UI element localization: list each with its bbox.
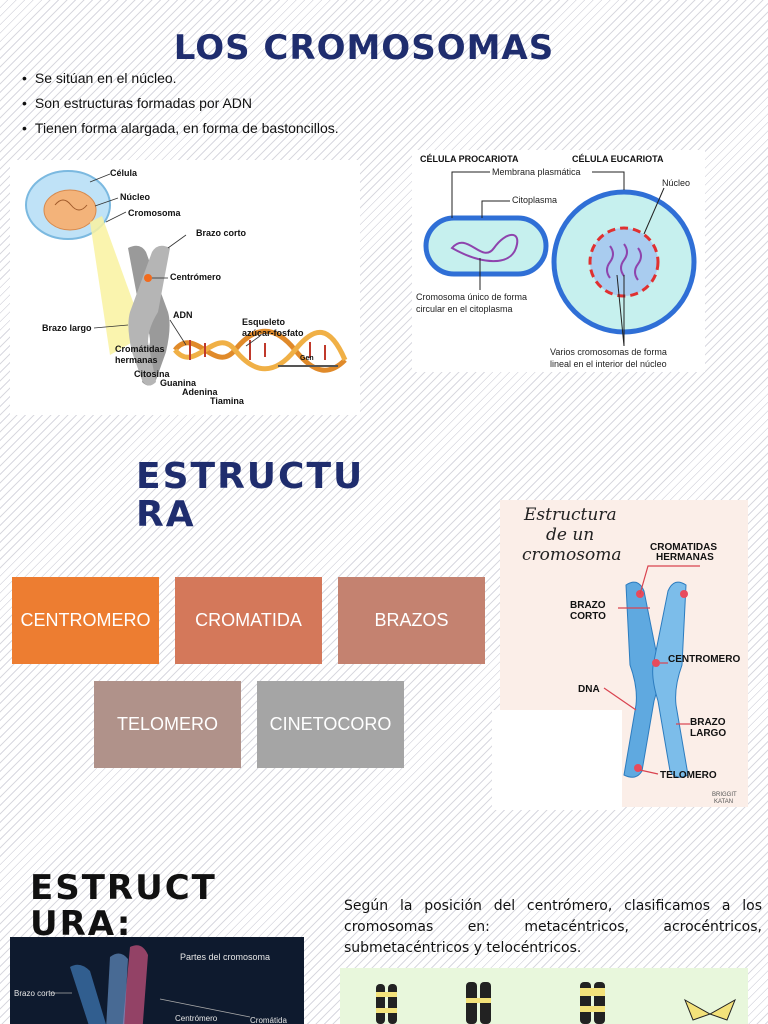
label-centromero: Centrómero [175,1014,218,1023]
label-brazo-largo: Brazo largo [42,323,92,333]
chromosome-x-shape [128,245,170,386]
label-brazo-largo-1: BRAZO [690,717,726,728]
box-cinetocoro: CINETOCORO [257,681,404,768]
chromosome-types-illustration [376,982,736,1024]
metacentric-shape [376,984,397,1024]
label-citoplasma: Citoplasma [512,195,557,205]
nucleus-shape [43,189,97,231]
box-centromero: CENTROMERO [12,577,159,664]
chromosome-parts-figure: Partes del cromosoma Brazo corto Centróm… [10,937,304,1024]
label-cromatida: Cromátida [250,1016,287,1024]
section-title: ESTRUCTURA [136,456,365,535]
telocentric-shape [684,998,736,1021]
label-guanina: Guanina [160,378,197,388]
label-tiamina: Tiamina [210,396,245,406]
label-nucleo: Núcleo [120,192,151,202]
bullet-list: Se sitúan en el núcleo. Son estructuras … [22,66,339,141]
label-cromosoma: Cromosoma [128,208,182,218]
box-telomero: TELOMERO [94,681,241,768]
heading-eucariota: CÉLULA EUCARIOTA [572,154,664,164]
label-membrana: Membrana plasmática [492,167,581,177]
label-dna: DNA [578,684,600,695]
bullet-item: Tienen forma alargada, en forma de basto… [22,116,339,141]
credit-line-1: BRIGGIT [712,792,737,798]
label-adn: ADN [173,310,193,320]
box-cromatida: CROMATIDA [175,577,322,664]
dna-helix-shape [173,328,348,373]
chromosome-structure-illustration: Estructura de un cromosoma CROMATIDAS HE… [522,505,740,805]
box-brazos: BRAZOS [338,577,485,664]
chromosome-structure-figure: Estructura de un cromosoma CROMATIDAS HE… [492,500,748,810]
label-brazo-largo-2: LARGO [690,728,726,739]
bullet-item: Se sitúan en el núcleo. [22,66,339,91]
blue-chromosome-shape [623,581,689,778]
label-varios: Varios cromosomas de forma [550,347,667,357]
label-circular: circular en el citoplasma [416,304,513,314]
label-hermanas: HERMANAS [656,552,714,563]
label-cromatidas: Cromátidas [115,344,165,354]
label-cromatidas: CROMATIDAS [650,542,717,553]
handwritten-title-2: de un [546,525,594,545]
label-brazo-corto-1: BRAZO [570,600,606,611]
label-centromero: Centrómero [170,272,222,282]
chromosome-dna-figure: Célula Núcleo Cromosoma Brazo corto Cent… [10,160,360,415]
cell-comparison-illustration: CÉLULA PROCARIOTA CÉLULA EUCARIOTA Membr… [416,154,697,369]
credit-line-2: KATAN [714,799,733,805]
page-title: LOS CROMOSOMAS [173,28,555,68]
label-azucar-fosfato: azúcar-fosfato [242,328,304,338]
label-citosina: Citosina [134,369,170,379]
bullet-item: Son estructuras formadas por ADN [22,91,339,116]
label-centromero: CENTROMERO [668,654,740,665]
label-hermanas: hermanas [115,355,158,365]
label-adenina: Adenina [182,387,218,397]
label-celula: Célula [110,168,138,178]
handwritten-title-1: Estructura [523,505,617,525]
label-cromosoma-unico: Cromosoma único de forma [416,292,527,302]
label-nucleo: Núcleo [662,178,690,188]
parts-heading: Partes del cromosoma [180,952,270,962]
heading-procariota: CÉLULA PROCARIOTA [420,154,519,164]
chromosome-types-figure [340,968,748,1024]
cell-comparison-figure: CÉLULA PROCARIOTA CÉLULA EUCARIOTA Membr… [412,150,705,372]
label-telomero: TELOMERO [660,770,717,781]
chromosome-parts-illustration: Partes del cromosoma Brazo corto Centróm… [14,945,287,1024]
label-brazo-corto: Brazo corto [14,989,55,998]
label-gen: Gen [300,355,314,362]
label-brazo-corto: Brazo corto [196,228,247,238]
label-esqueleto: Esqueleto [242,317,286,327]
section-title-2: ESTRUCTURA: [30,868,217,944]
label-lineal: lineal en el interior del núcleo [550,359,667,369]
acrocentric-shape [466,982,491,1024]
classification-paragraph: Según la posición del centrómero, clasif… [344,898,762,956]
handwritten-title-3: cromosoma [522,545,621,565]
submetacentric-shape [580,982,605,1024]
chromosome-dna-illustration: Célula Núcleo Cromosoma Brazo corto Cent… [25,168,348,406]
label-brazo-corto-2: CORTO [570,611,606,622]
prokaryote-cell-shape [423,215,549,277]
